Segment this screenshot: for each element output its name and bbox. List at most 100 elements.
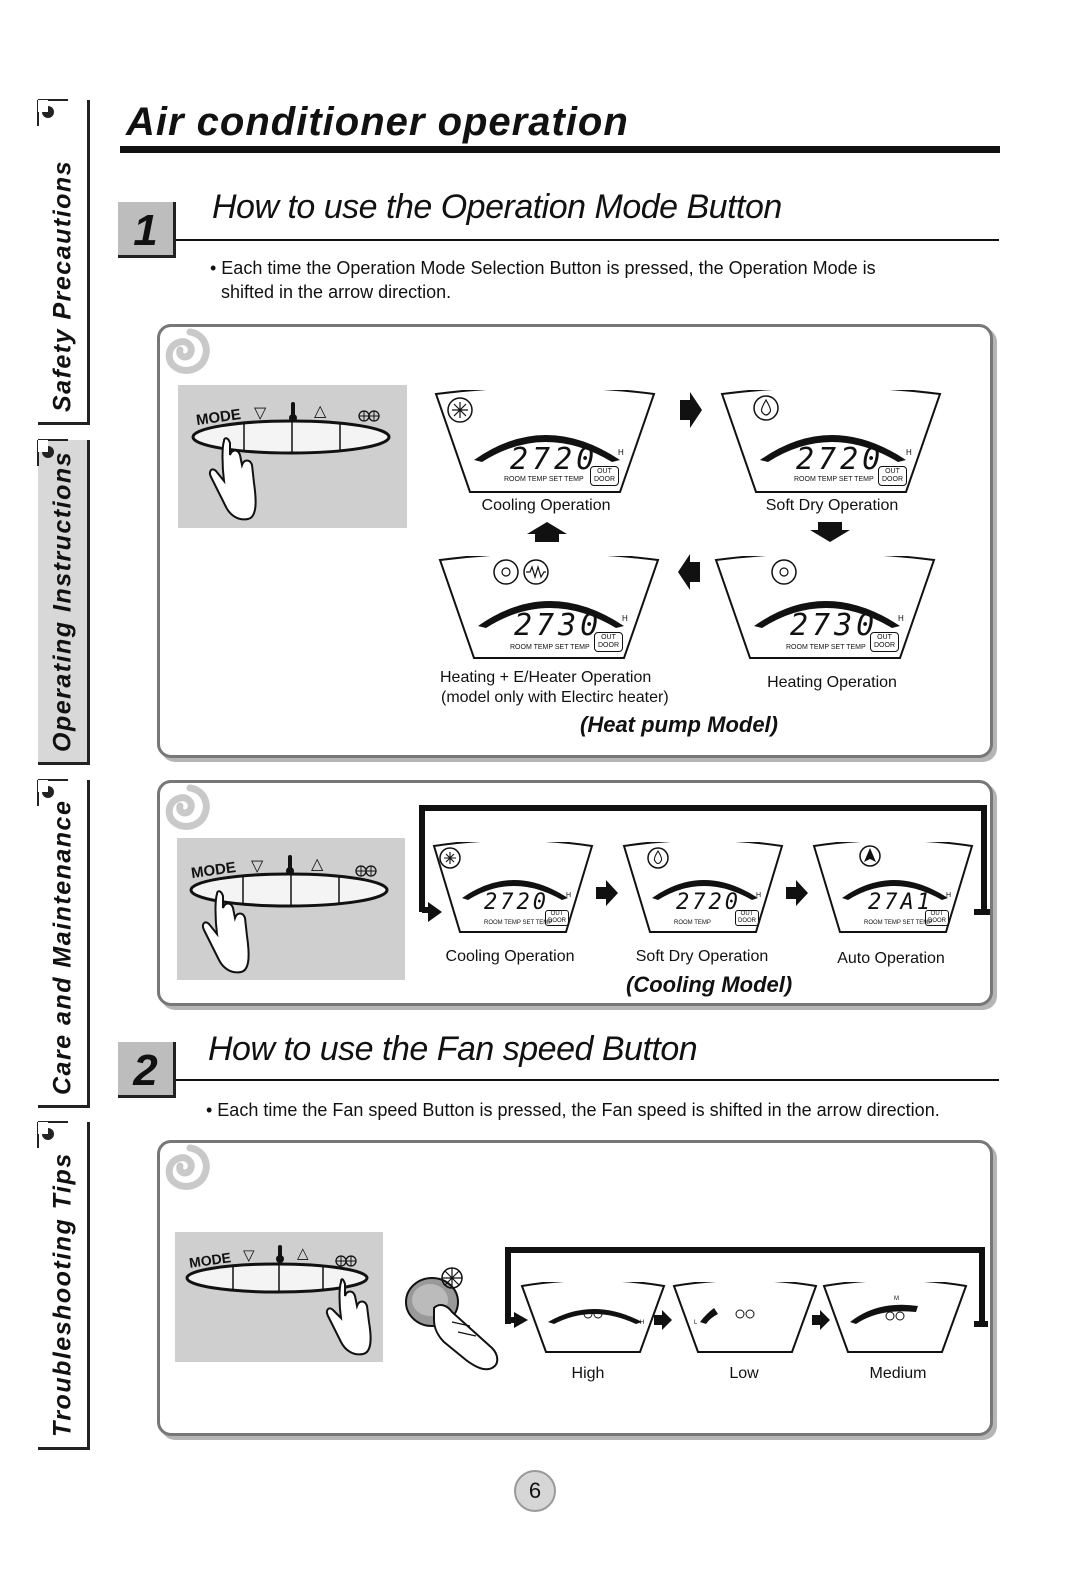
lcd-door: DOOR	[928, 918, 946, 924]
lcd-room-set: ROOM TEMP SET TEMP	[794, 476, 874, 483]
fan-lcd-frame-icon	[672, 1279, 818, 1353]
fan-speed-icon	[358, 410, 380, 422]
caption-cooling-model-soft-dry: Soft Dry Operation	[635, 948, 769, 965]
temp-up-icon: △	[314, 403, 327, 420]
thermometer-icon	[286, 855, 294, 875]
fan-cycle-bracket-icon	[505, 1247, 988, 1328]
lcd-digits: 2730	[790, 608, 879, 643]
lcd-digits: 27A1	[868, 890, 933, 915]
lcd-h: H	[618, 448, 624, 457]
section-number: 1	[133, 206, 158, 255]
fan-speed-icon	[355, 865, 377, 877]
swirl-icon	[165, 1144, 210, 1190]
arrow-up-icon	[527, 522, 567, 542]
side-tab-troubleshooting-tips[interactable]: Troubleshooting Tips	[37, 1121, 90, 1450]
page-number: 6	[514, 1470, 556, 1512]
lcd-h: H	[946, 892, 952, 899]
lcd-digits: 2720	[796, 442, 885, 477]
caption-cooling: Cooling Operation	[481, 497, 611, 514]
caption-cooling-model-cooling: Cooling Operation	[445, 948, 575, 965]
side-tab-safety-precautions[interactable]: Safety Precautions	[37, 99, 90, 425]
temp-down-icon: ▽	[251, 858, 264, 875]
fan-lcd-l: L	[694, 1320, 698, 1326]
remote-control-illustration: MODE ▽ △	[177, 838, 405, 980]
lcd-h: H	[898, 614, 904, 623]
lcd-out: OUT	[885, 468, 900, 475]
title-rule	[120, 146, 1000, 153]
lcd-door: DOOR	[874, 642, 895, 649]
side-tab-label: Troubleshooting Tips	[48, 1152, 76, 1437]
caption-heating-eheater: Heating + E/Heater Operation	[440, 669, 652, 686]
lcd-h: H	[906, 448, 912, 457]
lcd-out: OUT	[877, 634, 892, 641]
temp-down-icon: ▽	[254, 405, 267, 422]
lcd-room-set: ROOM TEMP SET TEMP	[504, 476, 584, 483]
lcd-door: DOOR	[598, 642, 619, 649]
fan-lcd-frame-icon	[520, 1279, 666, 1353]
side-tab-care-and-maintenance[interactable]: Care and Maintenance	[37, 779, 90, 1108]
fan-speed-icon	[335, 1255, 357, 1267]
fan-lcd-m: M	[894, 1296, 899, 1302]
lcd-frame-icon	[622, 839, 784, 933]
section-bullet: • Each time the Operation Mode Selection…	[210, 258, 876, 278]
section-number-badge: 2	[118, 1042, 176, 1098]
lcd-frame-icon	[432, 839, 594, 933]
lcd-out: OUT	[597, 468, 612, 475]
remote-control-illustration: MODE ▽ △	[178, 385, 407, 528]
fan-lcd-frame-icon	[822, 1279, 968, 1353]
lcd-h: H	[756, 892, 762, 899]
arrow-right-icon	[654, 1310, 672, 1330]
corner-mark-icon	[37, 779, 68, 806]
lcd-digits: 2720	[676, 890, 741, 915]
section-rule	[176, 239, 999, 241]
corner-mark-icon	[37, 439, 68, 466]
side-tab-label: Safety Precautions	[48, 159, 76, 412]
lcd-h: H	[566, 892, 572, 899]
lcd-out: OUT	[550, 911, 564, 917]
section-heading: How to use the Fan speed Button	[208, 1030, 698, 1068]
section-heading: How to use the Operation Mode Button	[212, 188, 782, 226]
side-tab-operating-instructions[interactable]: Operating Instructions	[37, 439, 90, 765]
temp-up-icon: △	[297, 1245, 309, 1262]
fan-button-press-illustration	[405, 1267, 499, 1371]
temp-up-icon: △	[311, 856, 324, 873]
caption-soft-dry: Soft Dry Operation	[765, 497, 899, 514]
lcd-digits: 2730	[514, 608, 603, 643]
lcd-out: OUT	[740, 911, 754, 917]
lcd-door: DOOR	[882, 476, 903, 483]
arrow-right-icon	[680, 392, 702, 428]
lcd-room-set: ROOM TEMP SET TEMP	[786, 644, 866, 651]
heat-pump-model-label: (Heat pump Model)	[580, 712, 778, 737]
cooling-model-label: (Cooling Model)	[626, 972, 793, 997]
lcd-room-set: ROOM TEMP SET TEMP	[864, 920, 933, 926]
side-tab-label: Care and Maintenance	[48, 799, 76, 1095]
lcd-room-only: ROOM TEMP	[674, 920, 711, 926]
lcd-frame-icon	[812, 839, 974, 933]
lcd-h: H	[622, 614, 628, 623]
swirl-icon	[165, 328, 210, 374]
arrow-right-icon	[812, 1310, 830, 1330]
fan-display-high: H	[520, 1279, 666, 1354]
section-rule	[176, 1079, 999, 1081]
section-bullet: • Each time the Fan speed Button is pres…	[206, 1100, 940, 1120]
caption-heating: Heating Operation	[767, 674, 897, 691]
caption-fan-high: High	[571, 1365, 605, 1382]
arrow-left-icon	[678, 554, 700, 590]
arrow-right-icon	[596, 880, 618, 906]
section-number: 2	[133, 1046, 158, 1095]
fan-lcd-h: H	[640, 1320, 645, 1326]
arrow-down-icon	[810, 522, 850, 542]
remote-control-illustration: MODE ▽ △	[175, 1232, 383, 1362]
side-tab-label: Operating Instructions	[48, 450, 76, 752]
